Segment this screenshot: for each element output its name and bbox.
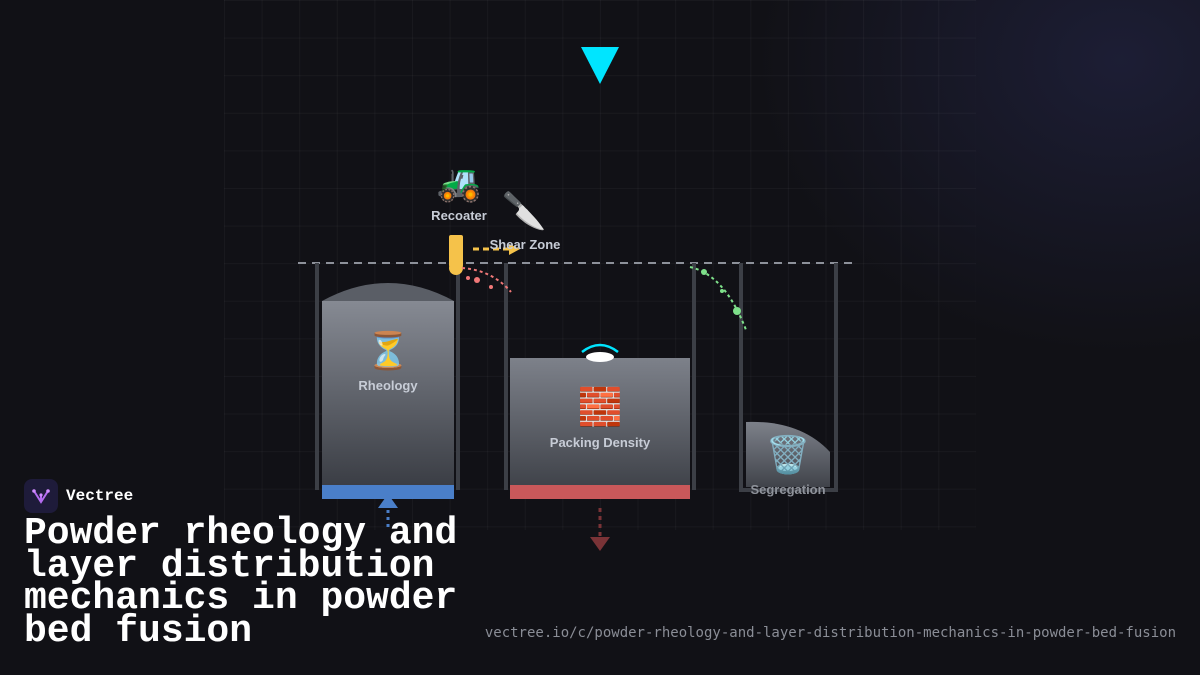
rheology-container: [315, 263, 460, 490]
segregation-label: Segregation: [750, 482, 826, 497]
packing-density-label: Packing Density: [549, 435, 651, 450]
brand: Vectree: [24, 479, 133, 513]
shear-trajectory: [461, 267, 512, 293]
recoater-blade: [449, 235, 463, 267]
recoater-label: Recoater: [431, 208, 487, 223]
melt-spot: [586, 352, 614, 362]
rheology-label: Rheology: [358, 378, 418, 393]
segregation-powder: [746, 421, 830, 487]
packing-down-arrow: [590, 537, 610, 551]
brand-name: Vectree: [66, 487, 134, 505]
recoater-icon: 🚜: [436, 163, 482, 204]
shear-particle: [474, 277, 480, 283]
rheology-base-plate: [322, 485, 454, 499]
recoater-blade-tip: [449, 261, 463, 275]
segregation-trajectory: [689, 266, 747, 331]
vectree-logo-icon: [24, 479, 58, 513]
packing-base-plate: [510, 485, 690, 499]
packing-container: [504, 263, 696, 490]
packing-density-icon: 🧱: [577, 387, 623, 428]
segregation-particle: [701, 269, 707, 275]
recoater-direction-arrow: [509, 244, 520, 255]
rheology-powder-heap: [322, 283, 454, 301]
shear-zone-label: Shear Zone: [489, 237, 561, 252]
segregation-particle: [720, 289, 724, 293]
segregation-icon: 🗑️: [765, 435, 811, 476]
rheology-icon: ⏳: [365, 331, 411, 372]
page-url[interactable]: vectree.io/c/powder-rheology-and-layer-d…: [484, 625, 1176, 641]
packing-powder: [510, 358, 690, 486]
shear-particle: [489, 285, 493, 289]
shear-particle: [466, 276, 470, 280]
segregation-container: [739, 263, 838, 492]
melt-glow-arc: [581, 343, 619, 354]
rheology-powder: [322, 301, 454, 487]
segregation-particle: [733, 307, 741, 315]
rheology-up-arrow: [378, 494, 398, 508]
page-title: Powder rheology and layer distribution m…: [24, 512, 458, 653]
shear-zone-icon: 🔪: [501, 191, 547, 232]
energy-source-marker: [581, 47, 619, 84]
